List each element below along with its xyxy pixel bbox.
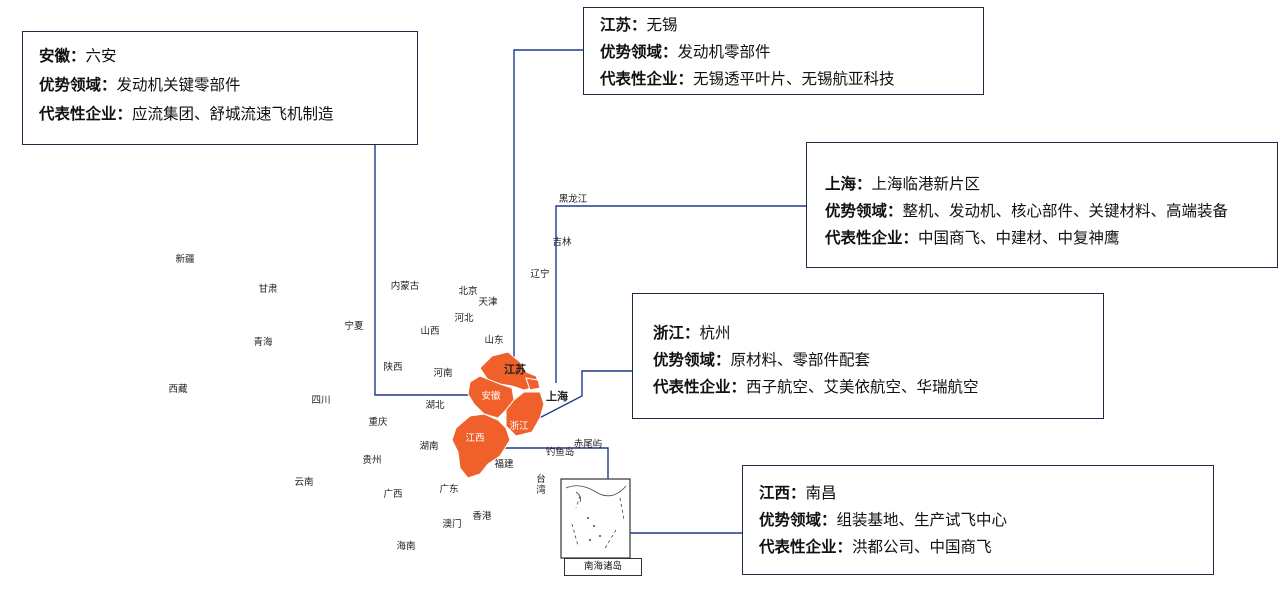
map-label-guangdong: 广东	[439, 484, 459, 495]
domain-label: 优势领域：	[653, 351, 731, 369]
domain-label: 优势领域：	[825, 202, 903, 220]
map-label-tianjin: 天津	[478, 297, 498, 308]
map-label-diaoyudao: 钓鱼岛	[545, 447, 575, 458]
south-china-sea-inset	[560, 478, 631, 559]
highlighted-provinces	[451, 351, 545, 479]
info-box-zhejiang: 浙江：杭州 优势领域：原材料、零部件配套 代表性企业：西子航空、艾美依航空、华瑞…	[632, 293, 1104, 419]
map-label-xianggang: 香港	[472, 511, 492, 522]
map-label-hainan: 海南	[396, 541, 416, 552]
domain-text: 发动机关键零部件	[116, 76, 241, 94]
info-box-jiangsu: 江苏：无锡 优势领域：发动机零部件 代表性企业：无锡透平叶片、无锡航亚科技	[583, 7, 984, 95]
region-label: 浙江：	[653, 324, 700, 342]
map-label-ningxia: 宁夏	[344, 321, 364, 332]
enterprise-text: 应流集团、舒城流速飞机制造	[132, 105, 334, 123]
domain-label: 优势领域：	[600, 43, 678, 61]
city-name: 无锡	[646, 16, 678, 34]
domain-label: 优势领域：	[759, 511, 837, 529]
map-label-aomen: 澳门	[442, 519, 462, 530]
city-name: 杭州	[699, 324, 731, 342]
domain-text: 整机、发动机、核心部件、关键材料、高端装备	[902, 202, 1229, 220]
enterprise-label: 代表性企业：	[39, 105, 133, 123]
map-label-guizhou: 贵州	[362, 455, 382, 466]
region-label: 江苏：	[600, 16, 647, 34]
map-label-hebei: 河北	[454, 313, 474, 324]
map-label-zhejiang: 浙江	[509, 421, 529, 432]
map-label-shanghai: 上海	[546, 390, 568, 403]
region-label: 安徽：	[39, 47, 86, 65]
enterprise-text: 西子航空、艾美依航空、华瑞航空	[746, 378, 979, 396]
map-label-shanxi: 山西	[420, 326, 440, 337]
enterprise-text: 中国商飞、中建材、中复神鹰	[918, 229, 1120, 247]
map-label-beijing: 北京	[458, 286, 478, 297]
info-box-anhui: 安徽：六安 优势领域：发动机关键零部件 代表性企业：应流集团、舒城流速飞机制造	[22, 31, 418, 145]
city-name: 六安	[85, 47, 117, 65]
domain-label: 优势领域：	[39, 76, 117, 94]
enterprise-label: 代表性企业：	[825, 229, 919, 247]
map-label-shandong: 山东	[484, 335, 504, 346]
region-label: 上海：	[825, 175, 872, 193]
map-label-fujian: 福建	[494, 459, 514, 470]
map-label-shaanxi: 陕西	[383, 362, 403, 373]
map-label-hubei: 湖北	[425, 400, 445, 411]
enterprise-label: 代表性企业：	[653, 378, 747, 396]
map-label-guangxi: 广西	[383, 489, 403, 500]
map-label-hunan: 湖南	[419, 441, 439, 452]
map-label-anhui: 安徽	[481, 391, 501, 402]
province-shape-jiangxi	[451, 413, 511, 479]
domain-text: 发动机零部件	[677, 43, 771, 61]
info-box-shanghai: 上海：上海临港新片区 优势领域：整机、发动机、核心部件、关键材料、高端装备 代表…	[806, 142, 1278, 268]
map-label-jilin: 吉林	[552, 237, 572, 248]
enterprise-label: 代表性企业：	[600, 70, 694, 88]
south-china-sea-inset-label: 南海诸岛	[564, 558, 642, 576]
enterprise-text: 无锡透平叶片、无锡航亚科技	[693, 70, 895, 88]
map-label-qinghai: 青海	[253, 337, 273, 348]
domain-text: 组装基地、生产试飞中心	[836, 511, 1008, 529]
region-label: 江西：	[759, 484, 806, 502]
map-label-chiweiyu: 赤尾屿	[573, 439, 603, 450]
map-label-taiwan: 台湾	[536, 474, 546, 496]
enterprise-label: 代表性企业：	[759, 538, 853, 556]
map-label-xizang: 西藏	[168, 384, 188, 395]
province-shape-shanghai	[525, 377, 541, 391]
map-label-henan: 河南	[433, 368, 453, 379]
map-label-gansu: 甘肃	[258, 284, 278, 295]
domain-text: 原材料、零部件配套	[730, 351, 871, 369]
map-label-neimenggu: 内蒙古	[390, 281, 420, 292]
map-label-jiangsu: 江苏	[504, 363, 526, 376]
map-label-yunnan: 云南	[294, 477, 314, 488]
map-label-sichuan: 四川	[311, 395, 331, 406]
enterprise-text: 洪都公司、中国商飞	[852, 538, 992, 556]
info-box-jiangxi: 江西：南昌 优势领域：组装基地、生产试飞中心 代表性企业：洪都公司、中国商飞	[742, 465, 1214, 575]
city-name: 南昌	[805, 484, 837, 502]
map-label-liaoning: 辽宁	[530, 269, 550, 280]
map-label-xinjiang: 新疆	[175, 254, 195, 265]
city-name: 上海临港新片区	[871, 175, 981, 193]
map-label-chongqing: 重庆	[368, 417, 388, 428]
province-shape-zhejiang	[505, 391, 545, 437]
map-label-jiangxi: 江西	[465, 433, 485, 444]
map-label-heilongjiang: 黑龙江	[558, 194, 588, 205]
